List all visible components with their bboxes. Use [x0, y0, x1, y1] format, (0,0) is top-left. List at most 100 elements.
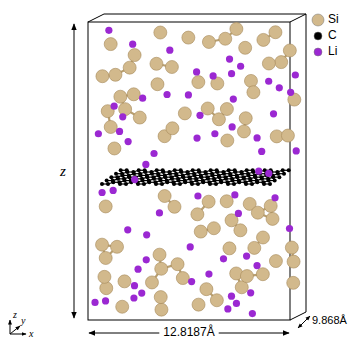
si-atom: [237, 125, 250, 138]
legend-label: Li: [328, 45, 337, 58]
c-atom: [219, 180, 223, 184]
c-atom: [222, 172, 226, 176]
c-atom: [196, 182, 200, 186]
li-atom: [231, 191, 238, 198]
li-atom: [111, 103, 118, 110]
c-atom: [247, 173, 251, 177]
li-atom: [143, 256, 150, 263]
li-atom: [286, 225, 293, 232]
c-atom: [147, 180, 151, 184]
c-atom: [106, 182, 110, 186]
dimension-label: 12.8187Å: [163, 326, 214, 339]
li-atom: [193, 68, 200, 75]
si-atom: [194, 225, 207, 238]
c-atom: [208, 182, 212, 186]
c-atom: [119, 168, 123, 172]
si-atom: [154, 26, 167, 39]
li-atom: [188, 278, 195, 285]
si-atom: [191, 208, 204, 221]
si-atom: [269, 26, 282, 39]
li-atom: [205, 270, 212, 277]
li-atom: [276, 84, 283, 91]
si-atom: [128, 49, 141, 62]
c-atom: [255, 180, 259, 184]
li-atom: [138, 289, 145, 296]
c-atom: [211, 173, 215, 177]
c-atom: [209, 168, 213, 172]
si-atom: [178, 107, 191, 120]
si-atom: [239, 41, 252, 54]
si-atom: [264, 199, 277, 212]
c-atom: [116, 177, 120, 181]
si-atom: [244, 74, 257, 87]
li-atom: [228, 293, 235, 300]
c-atom: [137, 168, 141, 172]
c-atom: [260, 177, 264, 181]
li-atom: [134, 266, 141, 273]
li-atom: [98, 189, 105, 196]
c-atom: [188, 177, 192, 181]
li-atom: [249, 310, 256, 317]
si-atom: [99, 251, 112, 264]
si-atom: [202, 35, 215, 48]
li-atom: [233, 300, 240, 307]
c-atom: [159, 179, 163, 183]
c-atom: [161, 170, 165, 174]
c-atom: [127, 175, 131, 179]
si-atom: [269, 255, 282, 268]
c-atom: [217, 175, 221, 179]
legend-swatch: [314, 32, 322, 40]
c-atom: [250, 182, 254, 186]
c-atom: [118, 182, 122, 186]
si-atom: [285, 241, 298, 254]
c-atom: [150, 172, 154, 176]
c-atom: [139, 173, 143, 177]
li-atom: [211, 130, 218, 137]
li-atom: [253, 134, 260, 141]
si-atom: [200, 283, 213, 296]
c-atom: [175, 173, 179, 177]
c-atom: [204, 172, 208, 176]
li-atom: [237, 63, 244, 70]
si-atom: [99, 200, 112, 213]
si-atom: [108, 142, 121, 155]
si-atom: [133, 111, 146, 124]
c-atom: [277, 175, 281, 179]
si-atom: [166, 122, 179, 135]
c-atom: [233, 170, 237, 174]
legend-swatch: [312, 14, 324, 26]
li-atom: [185, 91, 192, 98]
si-atom: [281, 129, 294, 142]
li-atom: [124, 226, 131, 233]
c-atom: [178, 182, 182, 186]
c-atom: [232, 182, 236, 186]
si-atom: [127, 88, 140, 101]
si-atom: [234, 224, 247, 237]
c-atom: [262, 182, 266, 186]
si-atom: [207, 222, 220, 235]
si-atom: [114, 90, 127, 103]
si-atom: [153, 248, 166, 261]
c-atom: [244, 182, 248, 186]
li-atom: [194, 192, 201, 199]
li-atom: [253, 262, 260, 269]
c-atom: [276, 172, 280, 176]
si-atom: [247, 86, 260, 99]
li-atom: [210, 72, 217, 79]
li-atom: [187, 243, 194, 250]
li-atom: [293, 147, 300, 154]
c-atom: [193, 173, 197, 177]
li-atom: [95, 130, 102, 137]
li-atom: [235, 210, 242, 217]
si-atom: [220, 103, 233, 116]
si-atom: [220, 195, 233, 208]
li-atom: [287, 89, 294, 96]
c-atom: [249, 179, 253, 183]
si-atom: [201, 102, 214, 115]
c-atom: [268, 182, 272, 186]
c-atom: [132, 172, 136, 176]
axis-label: z: [13, 309, 17, 320]
si-atom: [240, 270, 253, 283]
si-atom: [287, 255, 300, 268]
li-atom: [150, 150, 157, 157]
